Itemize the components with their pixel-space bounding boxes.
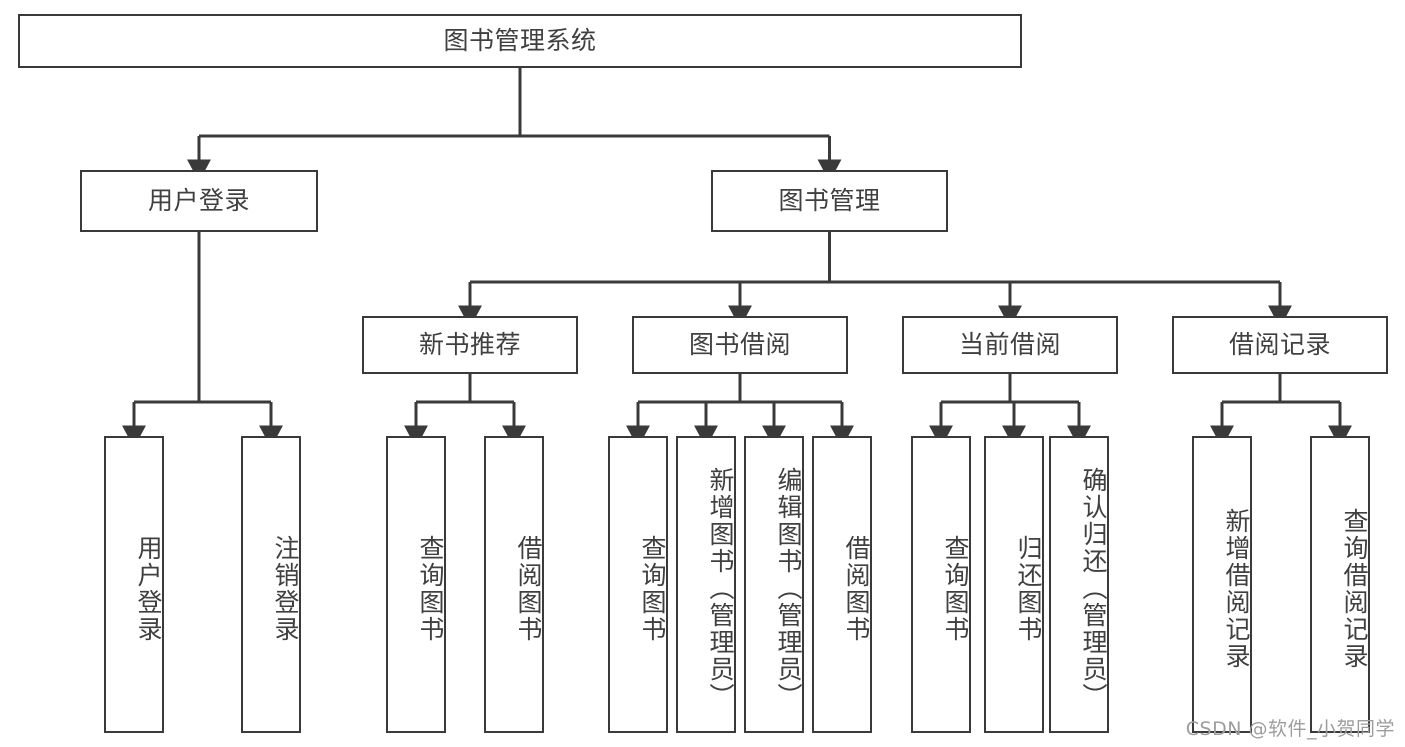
node-borrow-record[interactable]: 借阅记录: [1172, 316, 1388, 374]
node-leaf-query-book-2[interactable]: 查询图书: [608, 436, 668, 733]
node-leaf-query-record[interactable]: 查询借阅记录: [1310, 436, 1370, 733]
node-label: 新增图书（管理员）: [706, 467, 735, 710]
node-label: 查询借阅记录: [1340, 507, 1369, 670]
node-leaf-borrow-book-1[interactable]: 借阅图书: [484, 436, 544, 733]
node-leaf-return-book[interactable]: 归还图书: [984, 436, 1044, 733]
node-label: 图书借阅: [688, 330, 791, 360]
node-leaf-borrow-book-2[interactable]: 借阅图书: [812, 436, 872, 733]
node-label: 注销登录: [271, 534, 300, 643]
node-leaf-query-book-3[interactable]: 查询图书: [911, 436, 971, 733]
node-label: 图书管理系统: [443, 26, 597, 56]
node-root[interactable]: 图书管理系统: [18, 14, 1022, 68]
node-book-manage[interactable]: 图书管理: [711, 170, 948, 232]
node-label: 确认归还（管理员）: [1079, 467, 1108, 710]
node-leaf-confirm-return[interactable]: 确认归还（管理员）: [1049, 436, 1109, 733]
node-user-login[interactable]: 用户登录: [80, 170, 318, 232]
node-label: 借阅图书: [514, 534, 543, 643]
node-label: 借阅图书: [842, 534, 871, 643]
node-label: 查询图书: [416, 534, 445, 643]
node-label: 用户登录: [134, 534, 163, 643]
node-leaf-query-book-1[interactable]: 查询图书: [386, 436, 446, 733]
node-label: 归还图书: [1014, 534, 1043, 643]
node-book-borrow[interactable]: 图书借阅: [632, 316, 848, 374]
node-leaf-user-login[interactable]: 用户登录: [104, 436, 164, 733]
node-label: 新增借阅记录: [1222, 507, 1251, 670]
node-leaf-add-book[interactable]: 新增图书（管理员）: [676, 436, 736, 733]
node-new-book-recommend[interactable]: 新书推荐: [362, 316, 578, 374]
csdn-watermark: CSDN @软件_小贺同学: [1185, 718, 1395, 740]
node-label: 借阅记录: [1228, 330, 1331, 360]
node-label: 图书管理: [778, 186, 881, 216]
node-label: 查询图书: [638, 534, 667, 643]
node-label: 查询图书: [941, 534, 970, 643]
node-label: 新书推荐: [418, 330, 521, 360]
node-label: 当前借阅: [958, 330, 1061, 360]
node-label: 编辑图书（管理员）: [774, 467, 803, 710]
node-label: 用户登录: [147, 186, 250, 216]
node-leaf-edit-book[interactable]: 编辑图书（管理员）: [744, 436, 804, 733]
node-leaf-add-record[interactable]: 新增借阅记录: [1192, 436, 1252, 733]
node-current-borrow[interactable]: 当前借阅: [902, 316, 1118, 374]
node-leaf-logout[interactable]: 注销登录: [241, 436, 301, 733]
